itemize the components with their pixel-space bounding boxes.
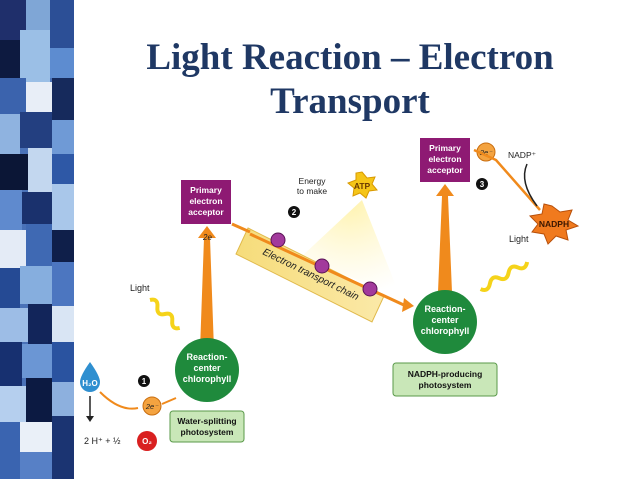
o2-label: O₂ — [142, 437, 152, 446]
atp-star: ATP — [347, 171, 378, 199]
electron-to-nadph-arrow — [473, 148, 541, 211]
step-3-badge — [476, 178, 488, 190]
light-right-label: Light — [509, 234, 529, 244]
h2o-label: H₂O — [82, 379, 98, 388]
left-arrow-electron: 2e — [202, 233, 212, 242]
acceptor-right-line-2: electron — [428, 154, 461, 164]
water-splitting-line-1: Water-splitting — [177, 416, 236, 426]
step-2-badge — [288, 206, 300, 218]
reaction-center-right: Reaction- center chlorophyll — [413, 290, 477, 354]
water-splitting-line-2: photosystem — [181, 427, 234, 437]
step-1-badge — [138, 375, 150, 387]
hydrogen-output: 2 H⁺ + ½ — [84, 436, 121, 446]
acceptor-right-line-1: Primary — [429, 143, 461, 153]
rc-left-line-1: Reaction- — [186, 352, 227, 362]
energy-to-make-line-1: Energy — [299, 176, 327, 186]
nadp-arrow — [523, 163, 538, 207]
step-2-label: 2 — [292, 208, 297, 217]
rc-right-line-2: center — [431, 315, 459, 325]
water-splitting-photosystem-box: Water-splitting photosystem — [169, 410, 245, 443]
light-right-squiggle — [479, 261, 530, 292]
slide-title: Light Reaction – Electron Transport — [100, 36, 600, 124]
primary-acceptor-right: Primary electron acceptor — [420, 138, 470, 182]
electron-pair-left — [142, 396, 162, 416]
acceptor-left-line-1: Primary — [190, 185, 222, 195]
nadph-producing-photosystem-box: NADPH-producing photosystem — [392, 362, 498, 397]
light-left-label: Light — [130, 283, 150, 293]
nadph-photosystem-line-1: NADPH-producing — [408, 369, 483, 379]
nadph-photosystem-line-2: photosystem — [419, 380, 472, 390]
acceptor-to-chain-arrow — [231, 222, 251, 234]
atp-energy-glow — [300, 200, 400, 296]
energy-to-make-line-2: to make — [297, 186, 328, 196]
excitation-arrow-right — [436, 184, 454, 292]
nadph-star: NADPH — [528, 203, 580, 245]
primary-acceptor-left: Primary electron acceptor — [181, 180, 231, 224]
rc-right-line-3: chlorophyll — [421, 326, 470, 336]
title-line-2: Transport — [270, 81, 430, 122]
electron-carrier-1 — [270, 232, 286, 248]
rc-left-line-3: chlorophyll — [183, 374, 232, 384]
step-3-label: 3 — [480, 180, 485, 189]
electron-pair-left-label: 2e⁻ — [145, 402, 159, 411]
acceptor-right-line-3: acceptor — [427, 165, 463, 175]
electron-carrier-3 — [362, 281, 378, 297]
nadp-plus-label: NADP⁺ — [508, 150, 537, 160]
acceptor-left-line-3: acceptor — [188, 207, 224, 217]
acceptor-left-line-2: electron — [189, 196, 222, 206]
patchwork-pattern — [0, 0, 74, 479]
rc-right-line-1: Reaction- — [424, 304, 465, 314]
electron-pair-right-label: 2e⁻ — [479, 148, 493, 157]
atp-label: ATP — [354, 181, 371, 191]
decorative-strip — [0, 0, 74, 479]
water-split-arrow — [99, 391, 139, 410]
oxygen-molecule — [137, 431, 157, 451]
title-line-1: Light Reaction – Electron — [146, 37, 554, 78]
rc-left-line-2: center — [193, 363, 221, 373]
nadph-label: NADPH — [539, 219, 569, 229]
light-left-squiggle — [149, 297, 181, 331]
electron-carrier-2 — [314, 258, 330, 274]
reaction-center-left: Reaction- center chlorophyll — [175, 338, 239, 402]
step-1-label: 1 — [142, 377, 147, 386]
excitation-arrow-left — [198, 226, 216, 350]
water-molecule: H₂O — [80, 362, 100, 392]
